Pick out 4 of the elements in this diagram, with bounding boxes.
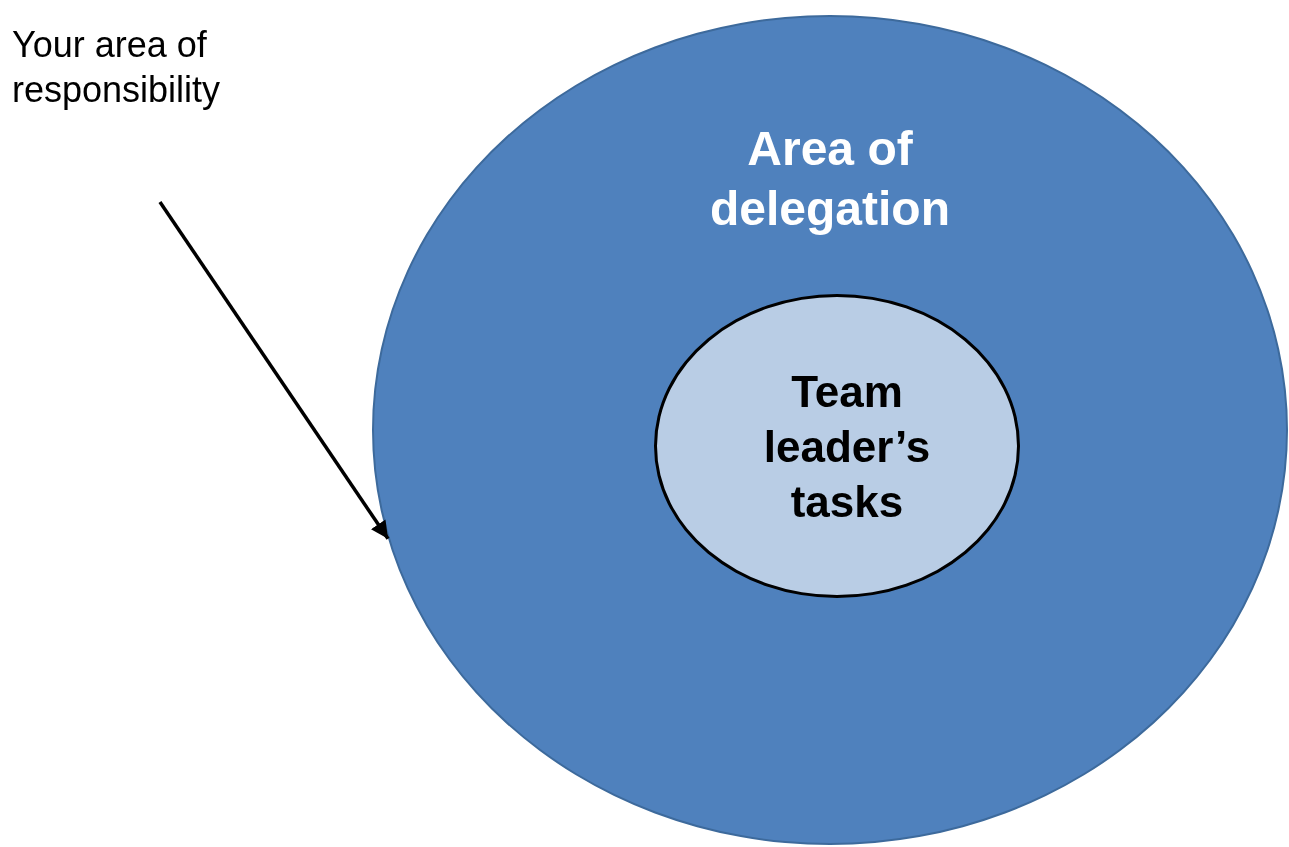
arrow [158,201,390,540]
callout-text: Your area of responsibility [12,23,222,112]
node-label: Area of delegation [709,121,951,237]
node-label: Team leader’s tasks [762,365,932,528]
